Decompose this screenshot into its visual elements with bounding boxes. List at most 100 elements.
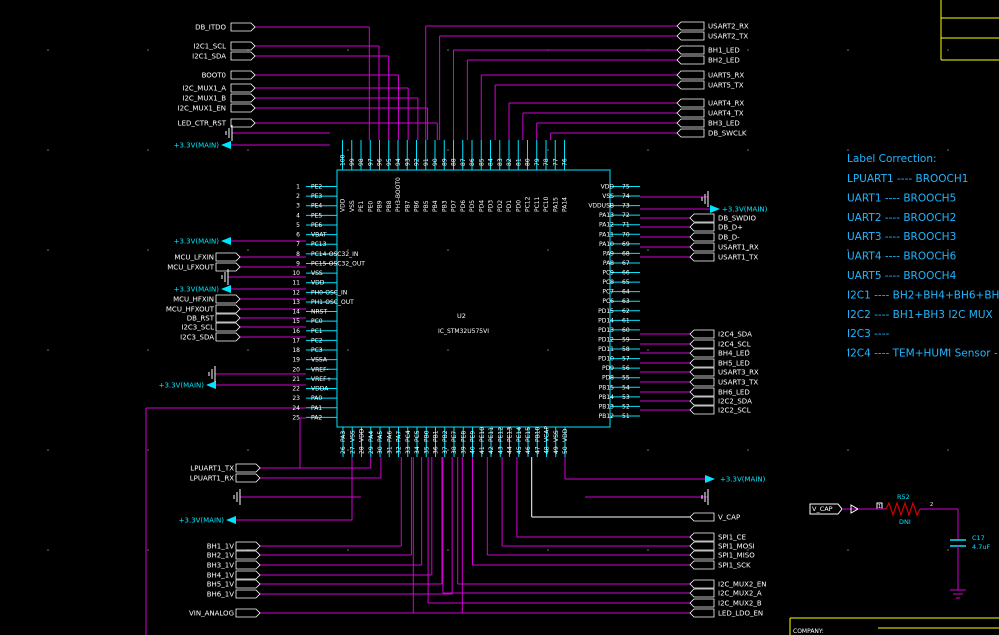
net-label-flag[interactable] bbox=[689, 512, 715, 522]
pin-name: VDDA bbox=[311, 386, 329, 393]
net-label-flag[interactable] bbox=[676, 45, 705, 55]
pin-name: PD4 bbox=[478, 200, 485, 212]
net-label-flag[interactable] bbox=[230, 93, 256, 103]
net-label-flag[interactable] bbox=[689, 213, 715, 223]
pin-number: 60 bbox=[622, 327, 630, 334]
net-label-flag[interactable] bbox=[215, 252, 241, 262]
net-label-flag[interactable] bbox=[235, 579, 261, 589]
net-label-flag[interactable] bbox=[230, 118, 256, 128]
net-label-flag[interactable] bbox=[689, 588, 715, 598]
net-label-flag[interactable] bbox=[230, 41, 256, 51]
pin-name: PE13 bbox=[507, 427, 514, 442]
pin-number: 81 bbox=[515, 158, 522, 166]
pin-name: PE11 bbox=[488, 427, 495, 442]
net-label-flag[interactable] bbox=[235, 541, 261, 551]
net-label-flag[interactable] bbox=[230, 103, 256, 113]
pin-number: 84 bbox=[488, 158, 495, 166]
pin-name: PA8 bbox=[603, 260, 614, 267]
pin-number: 19 bbox=[292, 357, 300, 364]
net-label-flag[interactable] bbox=[235, 589, 261, 599]
net-label-flag[interactable] bbox=[676, 55, 705, 65]
net-label-flag[interactable] bbox=[215, 332, 241, 342]
grid-dot bbox=[447, 149, 449, 151]
net-label-flag[interactable] bbox=[689, 532, 715, 542]
pin-name: PC0 bbox=[311, 318, 323, 325]
net-label-power: +3.3V(MAIN) bbox=[720, 476, 766, 484]
net-label-flag[interactable] bbox=[676, 128, 705, 138]
net-label-flag[interactable] bbox=[689, 358, 715, 368]
net-label-flag[interactable] bbox=[215, 322, 241, 332]
net-label-flag[interactable] bbox=[215, 262, 241, 272]
net-label-flag[interactable] bbox=[689, 387, 715, 397]
net-label-flag[interactable] bbox=[689, 222, 715, 232]
grid-dot bbox=[847, 549, 849, 551]
pin-name: PH0-OSC_IN bbox=[311, 289, 347, 296]
pin-number: 86 bbox=[469, 158, 476, 166]
net-label-flag[interactable] bbox=[215, 313, 241, 323]
net-label-flag[interactable] bbox=[676, 98, 705, 108]
pin-number: 75 bbox=[622, 184, 630, 191]
grid-dot bbox=[847, 149, 849, 151]
power-arrow bbox=[710, 205, 720, 213]
pin-name: PA14 bbox=[562, 197, 569, 212]
net-label-flag[interactable] bbox=[235, 550, 261, 560]
net-label-flag[interactable] bbox=[689, 348, 715, 358]
net-label-flag[interactable] bbox=[235, 463, 261, 473]
pin-number: 38 bbox=[451, 446, 458, 454]
net-label-flag[interactable] bbox=[689, 252, 715, 262]
net-label-flag[interactable] bbox=[689, 339, 715, 349]
ic-body[interactable] bbox=[336, 169, 611, 428]
grid-dot bbox=[447, 249, 449, 251]
net-label-flag[interactable] bbox=[689, 560, 715, 570]
pin-name: PD6 bbox=[460, 200, 467, 212]
pin-number: 16 bbox=[292, 328, 300, 335]
net-label-flag[interactable] bbox=[676, 80, 705, 90]
pin-name: PA5 bbox=[377, 431, 384, 442]
net-label-flag[interactable] bbox=[689, 367, 715, 377]
net-label-flag[interactable] bbox=[689, 579, 715, 589]
net-label-flag[interactable] bbox=[235, 608, 261, 618]
net-label-flag[interactable] bbox=[676, 70, 705, 80]
net-label-flag[interactable] bbox=[689, 608, 715, 618]
r52-pin1: 1 bbox=[878, 504, 881, 510]
pin-name: PE9 bbox=[470, 431, 477, 442]
pin-name: PC7 bbox=[602, 289, 614, 296]
net-label-flag[interactable] bbox=[689, 242, 715, 252]
pin-number: 71 bbox=[622, 222, 630, 229]
net-label-flag[interactable] bbox=[689, 377, 715, 387]
net-label-flag[interactable] bbox=[676, 21, 705, 31]
net-label-flag[interactable] bbox=[235, 560, 261, 570]
net-label-flag[interactable] bbox=[689, 232, 715, 242]
net-label-flag[interactable] bbox=[676, 31, 705, 41]
note-row: UART1 ---- BROOCH5 bbox=[847, 192, 956, 204]
grid-dot bbox=[147, 449, 149, 451]
grid-dot bbox=[447, 549, 449, 551]
pin-name: PD9 bbox=[602, 365, 614, 372]
note-row: UART2 ---- BROOCH2 bbox=[847, 212, 956, 224]
net-label-flag[interactable] bbox=[689, 541, 715, 551]
pin-name: PE8 bbox=[460, 431, 467, 442]
net-label-flag[interactable] bbox=[676, 118, 705, 128]
net-label-flag[interactable] bbox=[689, 396, 715, 406]
net-label-flag[interactable] bbox=[230, 51, 256, 61]
net-label-flag[interactable] bbox=[689, 405, 715, 415]
vcap-net-flag[interactable] bbox=[809, 503, 843, 515]
net-label-flag[interactable] bbox=[215, 294, 241, 304]
net-label-flag[interactable] bbox=[676, 108, 705, 118]
net-label-flag[interactable] bbox=[235, 570, 261, 580]
grid-dot bbox=[947, 249, 949, 251]
net-label-flag[interactable] bbox=[230, 22, 256, 32]
pin-number: 39 bbox=[460, 446, 467, 454]
net-label-flag[interactable] bbox=[230, 70, 256, 80]
net-label-flag[interactable] bbox=[215, 304, 241, 314]
net-label-flag[interactable] bbox=[230, 83, 256, 93]
pin-number: 3 bbox=[296, 203, 300, 210]
grid-dot bbox=[847, 349, 849, 351]
net-label-flag[interactable] bbox=[689, 329, 715, 339]
net-label-flag[interactable] bbox=[689, 598, 715, 608]
power-arrow bbox=[226, 516, 236, 524]
net-label-flag[interactable] bbox=[689, 550, 715, 560]
net-label-text: UART4_TX bbox=[708, 110, 744, 118]
net-label-flag[interactable] bbox=[235, 473, 261, 483]
r52-resistor-symbol[interactable] bbox=[885, 501, 921, 517]
